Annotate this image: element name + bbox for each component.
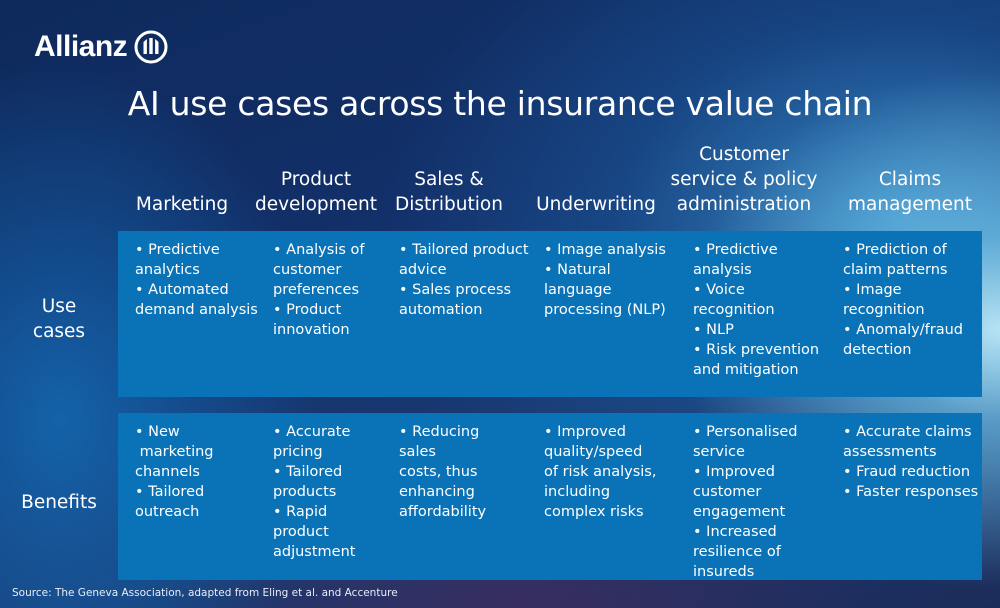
column-header-underwriting: Underwriting (536, 194, 656, 215)
brand-name: Allianz (34, 30, 128, 63)
allianz-logo: Allianz (34, 30, 168, 64)
allianz-eagle-pillars-icon (134, 30, 168, 64)
page-title: AI use cases across the insurance value … (127, 84, 873, 123)
row-label-benefits: Benefits (21, 492, 97, 513)
column-header-marketing: Marketing (135, 194, 229, 215)
column-header-sales: Sales &Distribution (395, 169, 503, 215)
source-note: Source: The Geneva Association, adapted … (12, 587, 398, 599)
row-label-use-cases: Use cases (32, 296, 86, 342)
